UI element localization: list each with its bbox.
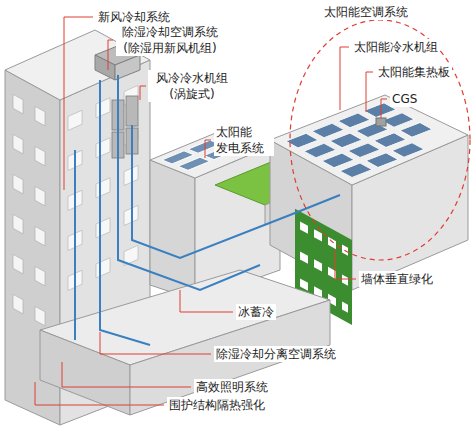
callout-label: 风冷冷水机组 (涡旋式) bbox=[148, 70, 236, 102]
callout-label: 新风冷却系统 bbox=[96, 9, 172, 25]
callout-label: 围护结构隔热强化 bbox=[167, 397, 267, 413]
callout-label: 除湿冷却空调系统 (除湿用新风机组) bbox=[116, 24, 224, 56]
callout-label: 冰蓄冷 bbox=[236, 304, 276, 320]
callout-label: 除湿冷却分离空调系统 bbox=[214, 346, 338, 362]
callout-label: 太阳能空调系统 bbox=[322, 4, 410, 20]
callout-label: 太阳能冷水机组 bbox=[352, 39, 440, 55]
callout-label: 高效照明系统 bbox=[194, 379, 270, 395]
callout-label: 太阳能集热板 bbox=[376, 64, 452, 80]
callout-label: 太阳能 发电系统 bbox=[214, 124, 274, 156]
callout-label: 墙体垂直绿化 bbox=[359, 271, 435, 287]
callout-label: CGS bbox=[390, 91, 419, 107]
